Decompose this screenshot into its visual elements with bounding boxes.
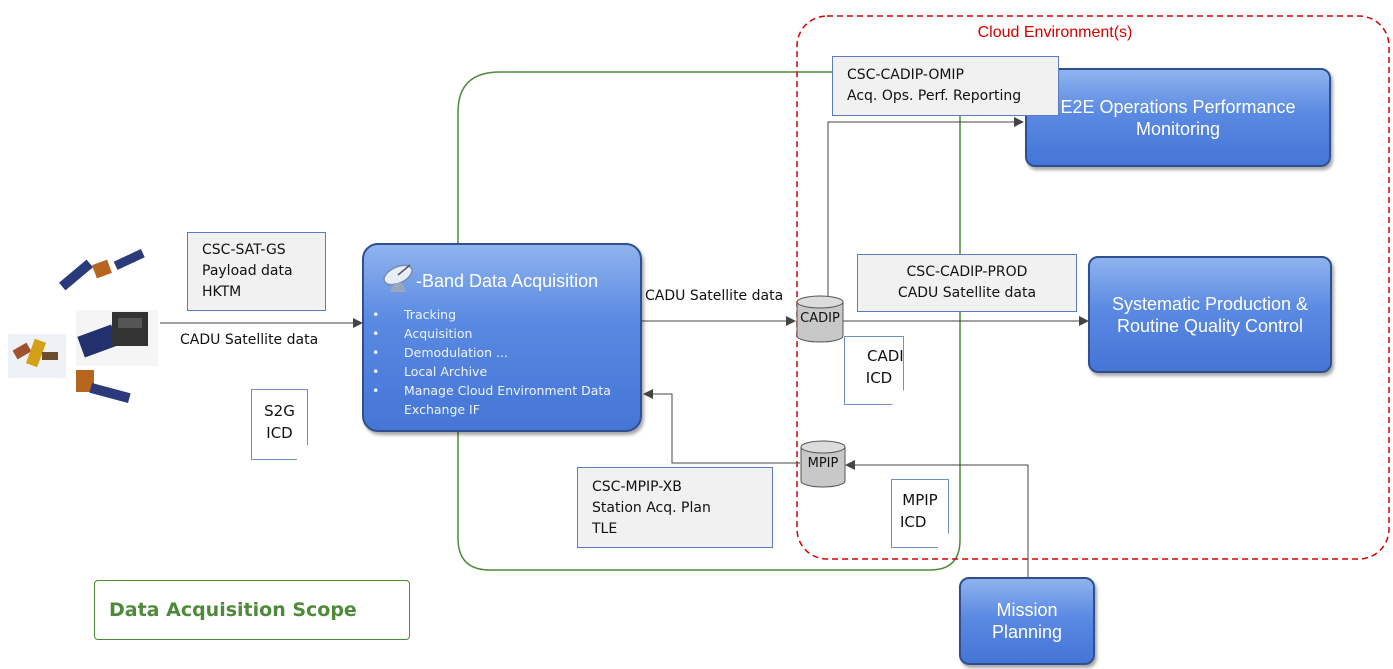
cadip-icd-document: CADIP ICD [844,336,904,405]
e2e-operations-label: E2E Operations Performance Monitoring [1060,96,1296,139]
data-acquisition-box[interactable]: -Band Data Acquisition •Tracking •Acquis… [362,243,642,432]
s2g-doc-line-2: ICD [266,424,293,442]
cadip-store-label: CADIP [800,311,840,326]
mission-planning-box[interactable]: Mission Planning [959,577,1095,665]
sat-to-acq-flow-label: CADU Satellite data [180,332,319,348]
cloud-environment-label: Cloud Environment(s) [977,24,1133,41]
production-box[interactable]: Systematic Production & Routine Quality … [1088,256,1332,373]
list-item: Exchange IF [404,402,480,417]
list-item: •Manage Cloud Environment Data [372,383,611,398]
mpip-xb-interface-box: CSC-MPIP-XB Station Acq. Plan TLE [577,467,773,548]
mpip-store-shape [800,440,846,488]
mpip-doc-line-2: ICD [900,513,927,531]
production-label: Systematic Production & Routine Quality … [1111,293,1309,336]
sat-gs-line-2: Payload data [202,263,293,279]
satellites-icon [8,249,158,404]
s2g-doc-line-1: S2G [264,402,295,420]
scope-region [457,71,961,571]
mpip-doc-line-1: MPIP [902,491,938,509]
list-item: •Tracking [372,307,457,322]
flow-mission-to-mpip [845,460,1029,577]
prod-line-1: CSC-CADIP-PROD [906,264,1028,280]
prod-interface-box: CSC-CADIP-PROD CADU Satellite data [857,254,1077,312]
cadip-doc-line-1: CADIP [867,347,913,365]
s2g-icd-document: S2G ICD [251,389,308,460]
mpip-xb-line-3: TLE [592,521,618,537]
omip-interface-box: CSC-CADIP-OMIP Acq. Ops. Perf. Reporting [832,56,1059,116]
mpip-xb-line-1: CSC-MPIP-XB [592,479,682,495]
cadip-store-shape [796,295,844,343]
mpip-xb-line-2: Station Acq. Plan [592,500,711,516]
list-item: •Acquisition [372,326,473,341]
list-item: •Local Archive [372,364,488,379]
data-acquisition-scope-label: Data Acquisition Scope [94,580,410,640]
flow-cadip-to-e2e [827,117,1024,298]
list-item: •Demodulation ... [372,345,508,360]
data-acquisition-title: -Band Data Acquisition [416,271,599,291]
mission-planning-label: Mission Planning [991,600,1063,642]
e2e-operations-box[interactable]: E2E Operations Performance Monitoring [1025,68,1331,167]
flow-mpip-to-acq [643,389,800,464]
cadip-doc-line-2: ICD [865,369,893,387]
sat-gs-interface-box: CSC-SAT-GS Payload data HKTM [187,232,326,311]
prod-line-2: CADU Satellite data [897,285,1037,301]
acquisition-functions-list: •Tracking •Acquisition •Demodulation ...… [372,305,611,419]
omip-line-2: Acq. Ops. Perf. Reporting [847,88,1022,104]
mpip-store-label: MPIP [807,456,839,471]
acq-to-cadip-flow-label: CADU Satellite data [645,288,784,304]
sat-gs-line-3: HKTM [202,284,242,300]
satellite-dish-icon [383,264,413,292]
cloud-region [796,15,1390,560]
omip-line-1: CSC-CADIP-OMIP [847,67,964,83]
sat-gs-line-1: CSC-SAT-GS [202,242,286,258]
mpip-icd-document: MPIP ICD [891,479,949,548]
